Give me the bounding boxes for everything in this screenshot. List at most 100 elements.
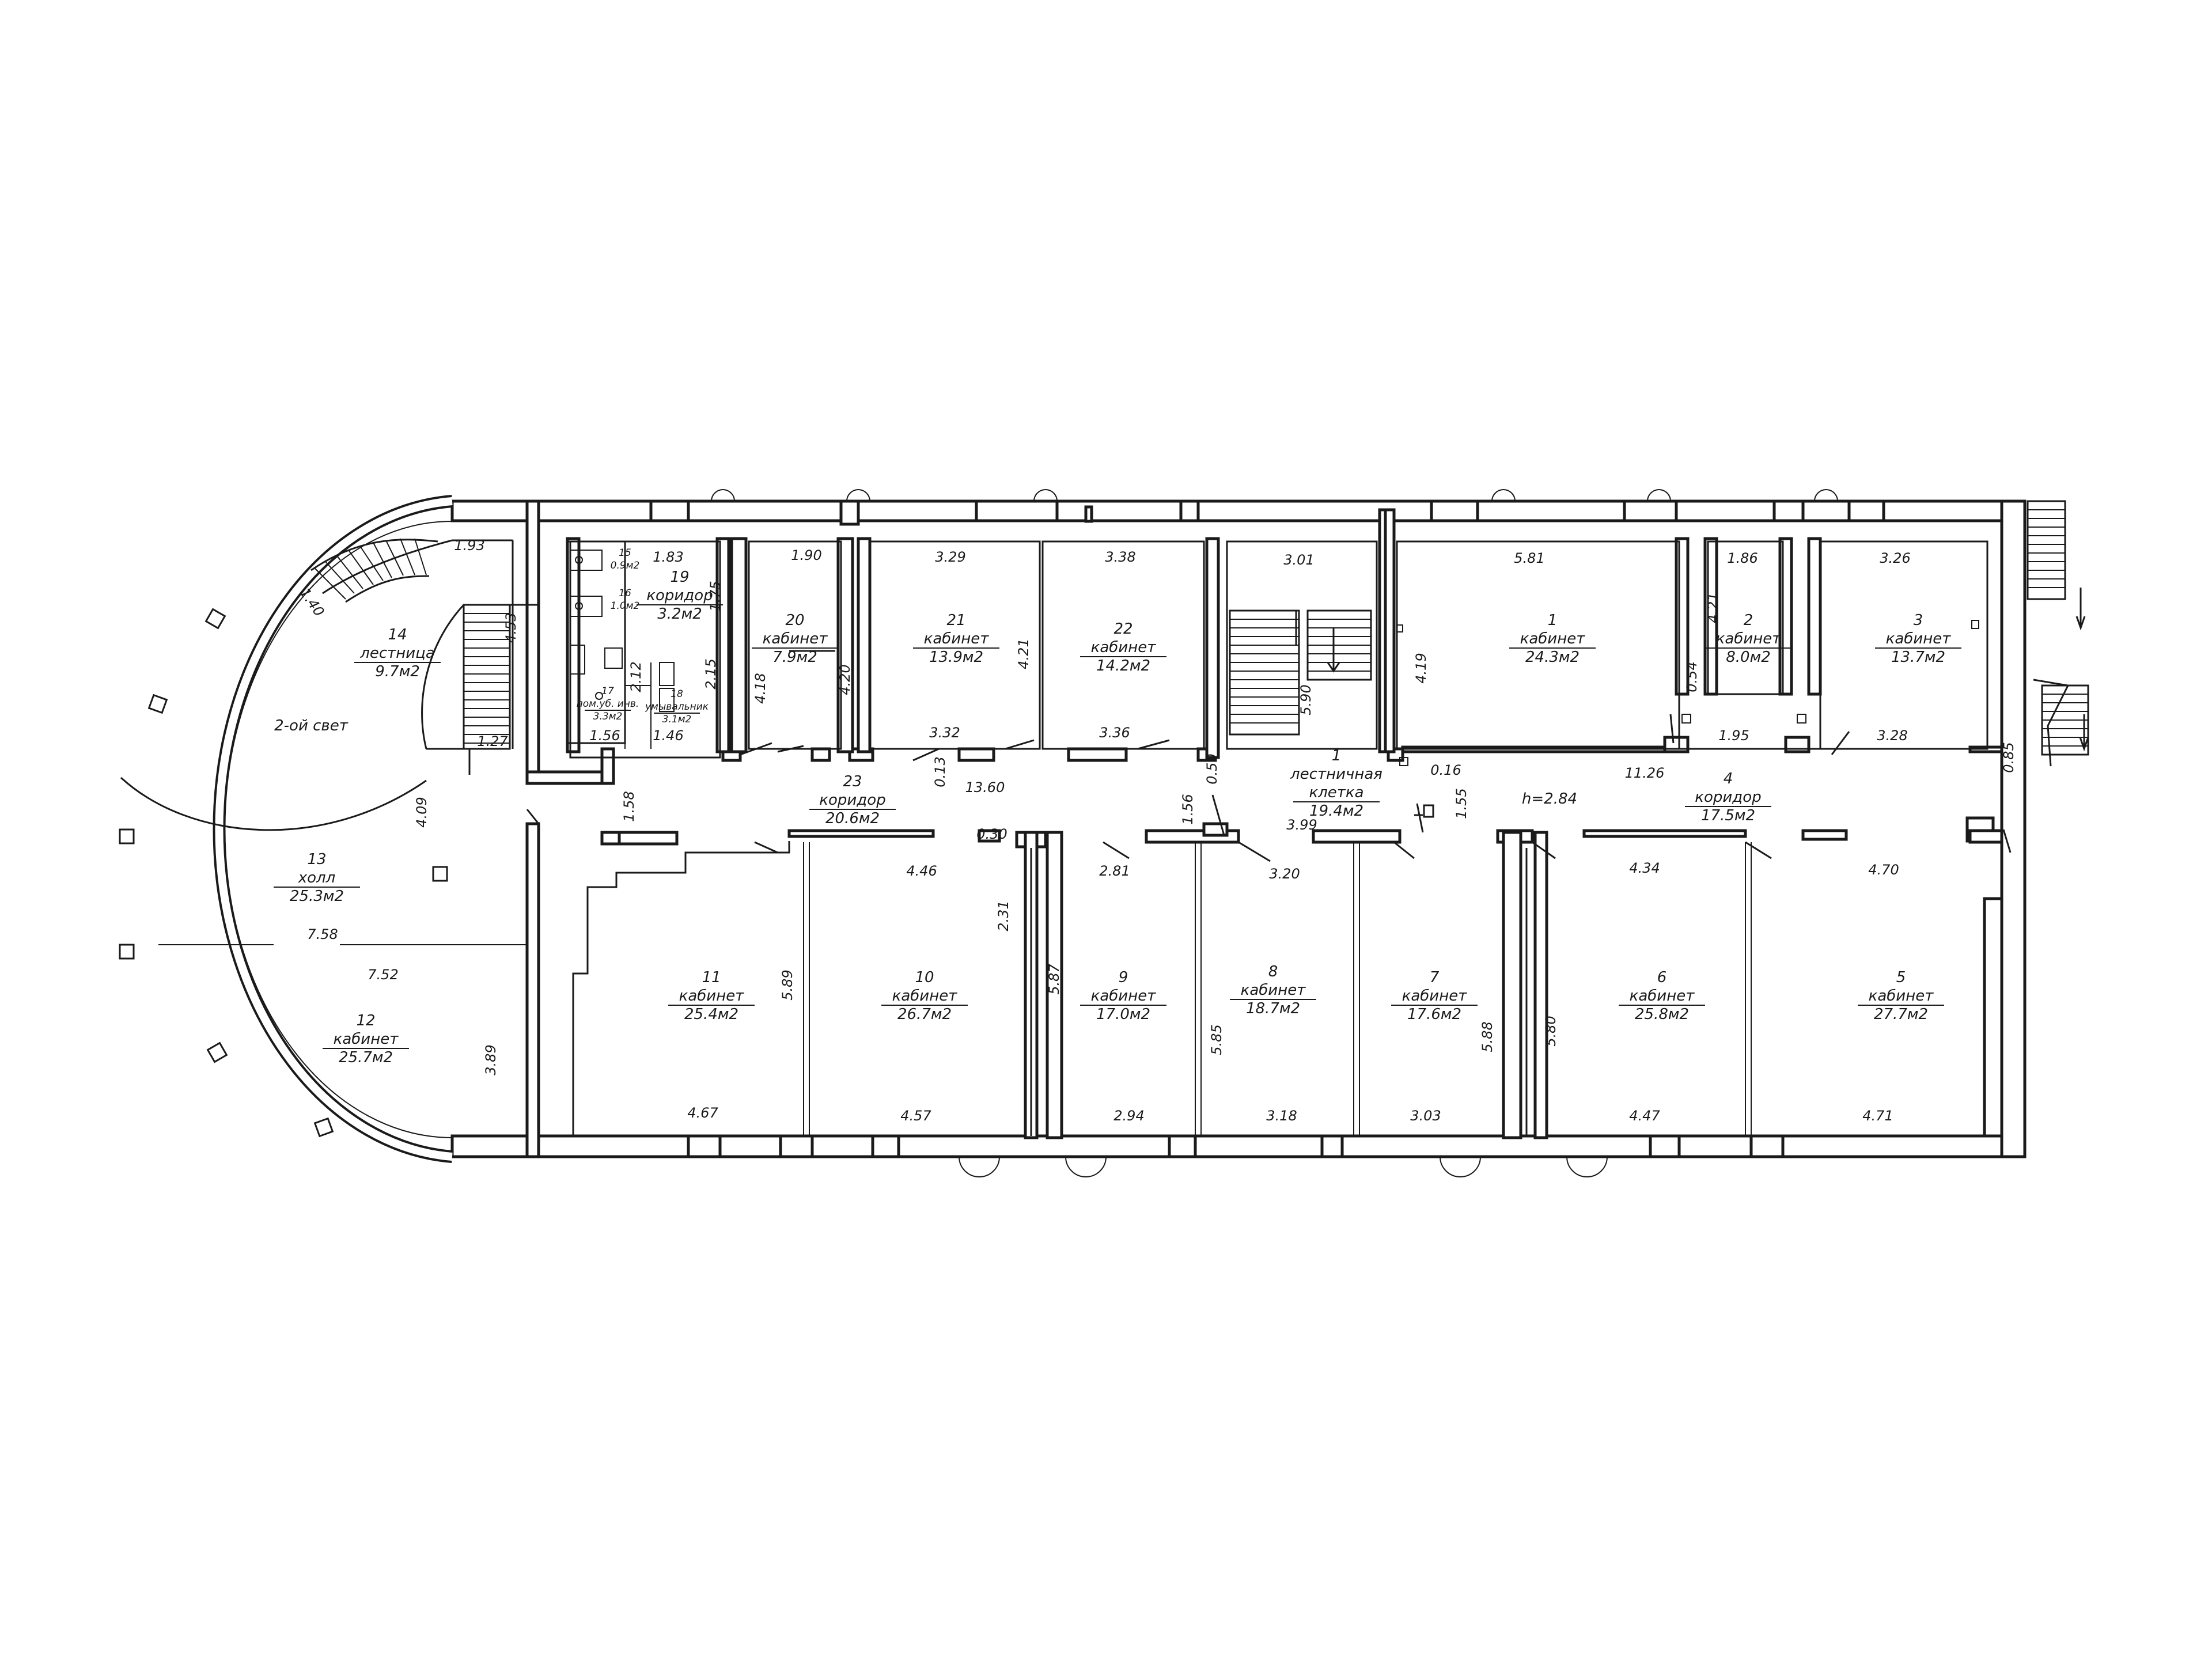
dimension-label: 3.36	[1099, 725, 1130, 741]
dimension-label: 2.12	[628, 661, 644, 692]
dimension-label: 0.85	[2001, 742, 2017, 772]
room-label-line: холл	[298, 869, 336, 887]
dimension-label: 13.60	[965, 779, 1005, 796]
dimension-label: 4.09	[414, 797, 430, 827]
room-label-line: 14.2м2	[1096, 657, 1150, 675]
dimension-label: 4.70	[1868, 862, 1899, 878]
room-label-line: 16	[619, 588, 631, 599]
north-room-outlines	[569, 540, 1988, 759]
room-label-line: 21	[946, 612, 965, 629]
dimension-label: 4.21	[1705, 592, 1721, 623]
dimension-label: 11.26	[1625, 765, 1665, 781]
room-label-r15: 150.9м2	[611, 547, 640, 571]
dimension-label: 4.19	[1413, 653, 1429, 683]
room-label-line: 22	[1113, 620, 1132, 638]
room-label-line: 0.9м2	[611, 560, 640, 571]
second-light-label: 2-ой свет	[274, 717, 349, 734]
dimension-label: 3.26	[1880, 550, 1910, 566]
room-label-line: коридор	[819, 791, 885, 809]
room-label-line: 9	[1119, 969, 1128, 986]
dimension-label: 1.93	[454, 537, 484, 554]
room-label-line: 13.9м2	[929, 649, 983, 666]
dimension-label: 1.90	[791, 547, 821, 563]
dimension-label: 0.13	[932, 756, 948, 787]
room-label-line: кабинет	[892, 987, 958, 1005]
dimension-label: 4.71	[1862, 1108, 1893, 1124]
door-swings	[526, 620, 2012, 862]
dimension-label: 0.16	[1430, 762, 1461, 778]
room-label-line: 19.4м2	[1309, 802, 1363, 820]
height-note: h=2.84	[1522, 790, 1577, 808]
walls	[450, 499, 2027, 1158]
room-label-line: 17.6м2	[1407, 1006, 1461, 1023]
dimension-label: 3.18	[1266, 1108, 1297, 1124]
room-label-line: 2	[1744, 612, 1753, 629]
room-label-line: 8.0м2	[1726, 649, 1771, 666]
curved-stair	[310, 538, 438, 603]
room-label-line: 12	[356, 1012, 375, 1029]
room-label-line: кабинет	[1091, 987, 1157, 1005]
room-label-line: коридор	[1695, 789, 1761, 806]
room-label-line: 1.0м2	[611, 600, 640, 612]
dimension-label: 4.57	[900, 1108, 931, 1124]
room-label-line: 23	[843, 773, 862, 790]
room-label-line: 3.2м2	[657, 605, 702, 623]
room-label-line: кабинет	[679, 987, 745, 1005]
room-label-line: клетка	[1309, 784, 1363, 801]
room-label-line: 15	[619, 547, 631, 559]
dimension-label: 4.18	[752, 673, 768, 703]
sanitary-fixtures	[566, 540, 675, 749]
dimension-label: 3.89	[483, 1044, 499, 1075]
dimension-label: 4.21	[1016, 638, 1032, 669]
dimension-label: 2.31	[995, 900, 1012, 931]
room-label-line: 14	[388, 626, 407, 643]
room-label-line: кабинет	[1241, 982, 1306, 999]
room-label-line: кабинет	[1630, 987, 1695, 1005]
room-label-line: 9.7м2	[375, 663, 420, 680]
room-label-line: 17.0м2	[1096, 1006, 1150, 1023]
dimension-label: 4.46	[906, 863, 937, 879]
room-label-line: коридор	[646, 587, 713, 604]
room-label-line: 20.6м2	[825, 810, 880, 827]
dimension-label: 1.46	[653, 728, 683, 744]
dimension-label: 1.56	[1180, 794, 1196, 824]
dimension-label: 3.28	[1877, 728, 1907, 744]
room-label-line: 25.7м2	[339, 1049, 393, 1066]
room-label-line: лестничная	[1290, 766, 1382, 783]
room-label-line: кабинет	[334, 1031, 399, 1048]
room-label-line: 4	[1724, 770, 1733, 787]
room-label-line: 20	[785, 612, 804, 629]
room-label-line: 26.7м2	[897, 1006, 952, 1023]
room-label-line: 3.3м2	[593, 711, 623, 722]
dimension-label: 2.94	[1113, 1108, 1144, 1124]
room-label-line: лестница	[359, 645, 435, 662]
room-label-line: кабинет	[1091, 639, 1157, 656]
dimension-label: 1.56	[589, 728, 620, 744]
dimension-label: 7.58	[307, 926, 338, 942]
room-label-line: 3.1м2	[662, 714, 692, 725]
stair-14	[463, 604, 511, 750]
room-labels: 1кабинет24.3м22кабинет8.0м23кабинет13.7м…	[274, 547, 1961, 1066]
window-marks	[711, 489, 1838, 1177]
room-label-line: 19	[670, 569, 689, 586]
dimension-label: 5.80	[1543, 1016, 1559, 1046]
room-label-line: 18.7м2	[1246, 1000, 1300, 1017]
